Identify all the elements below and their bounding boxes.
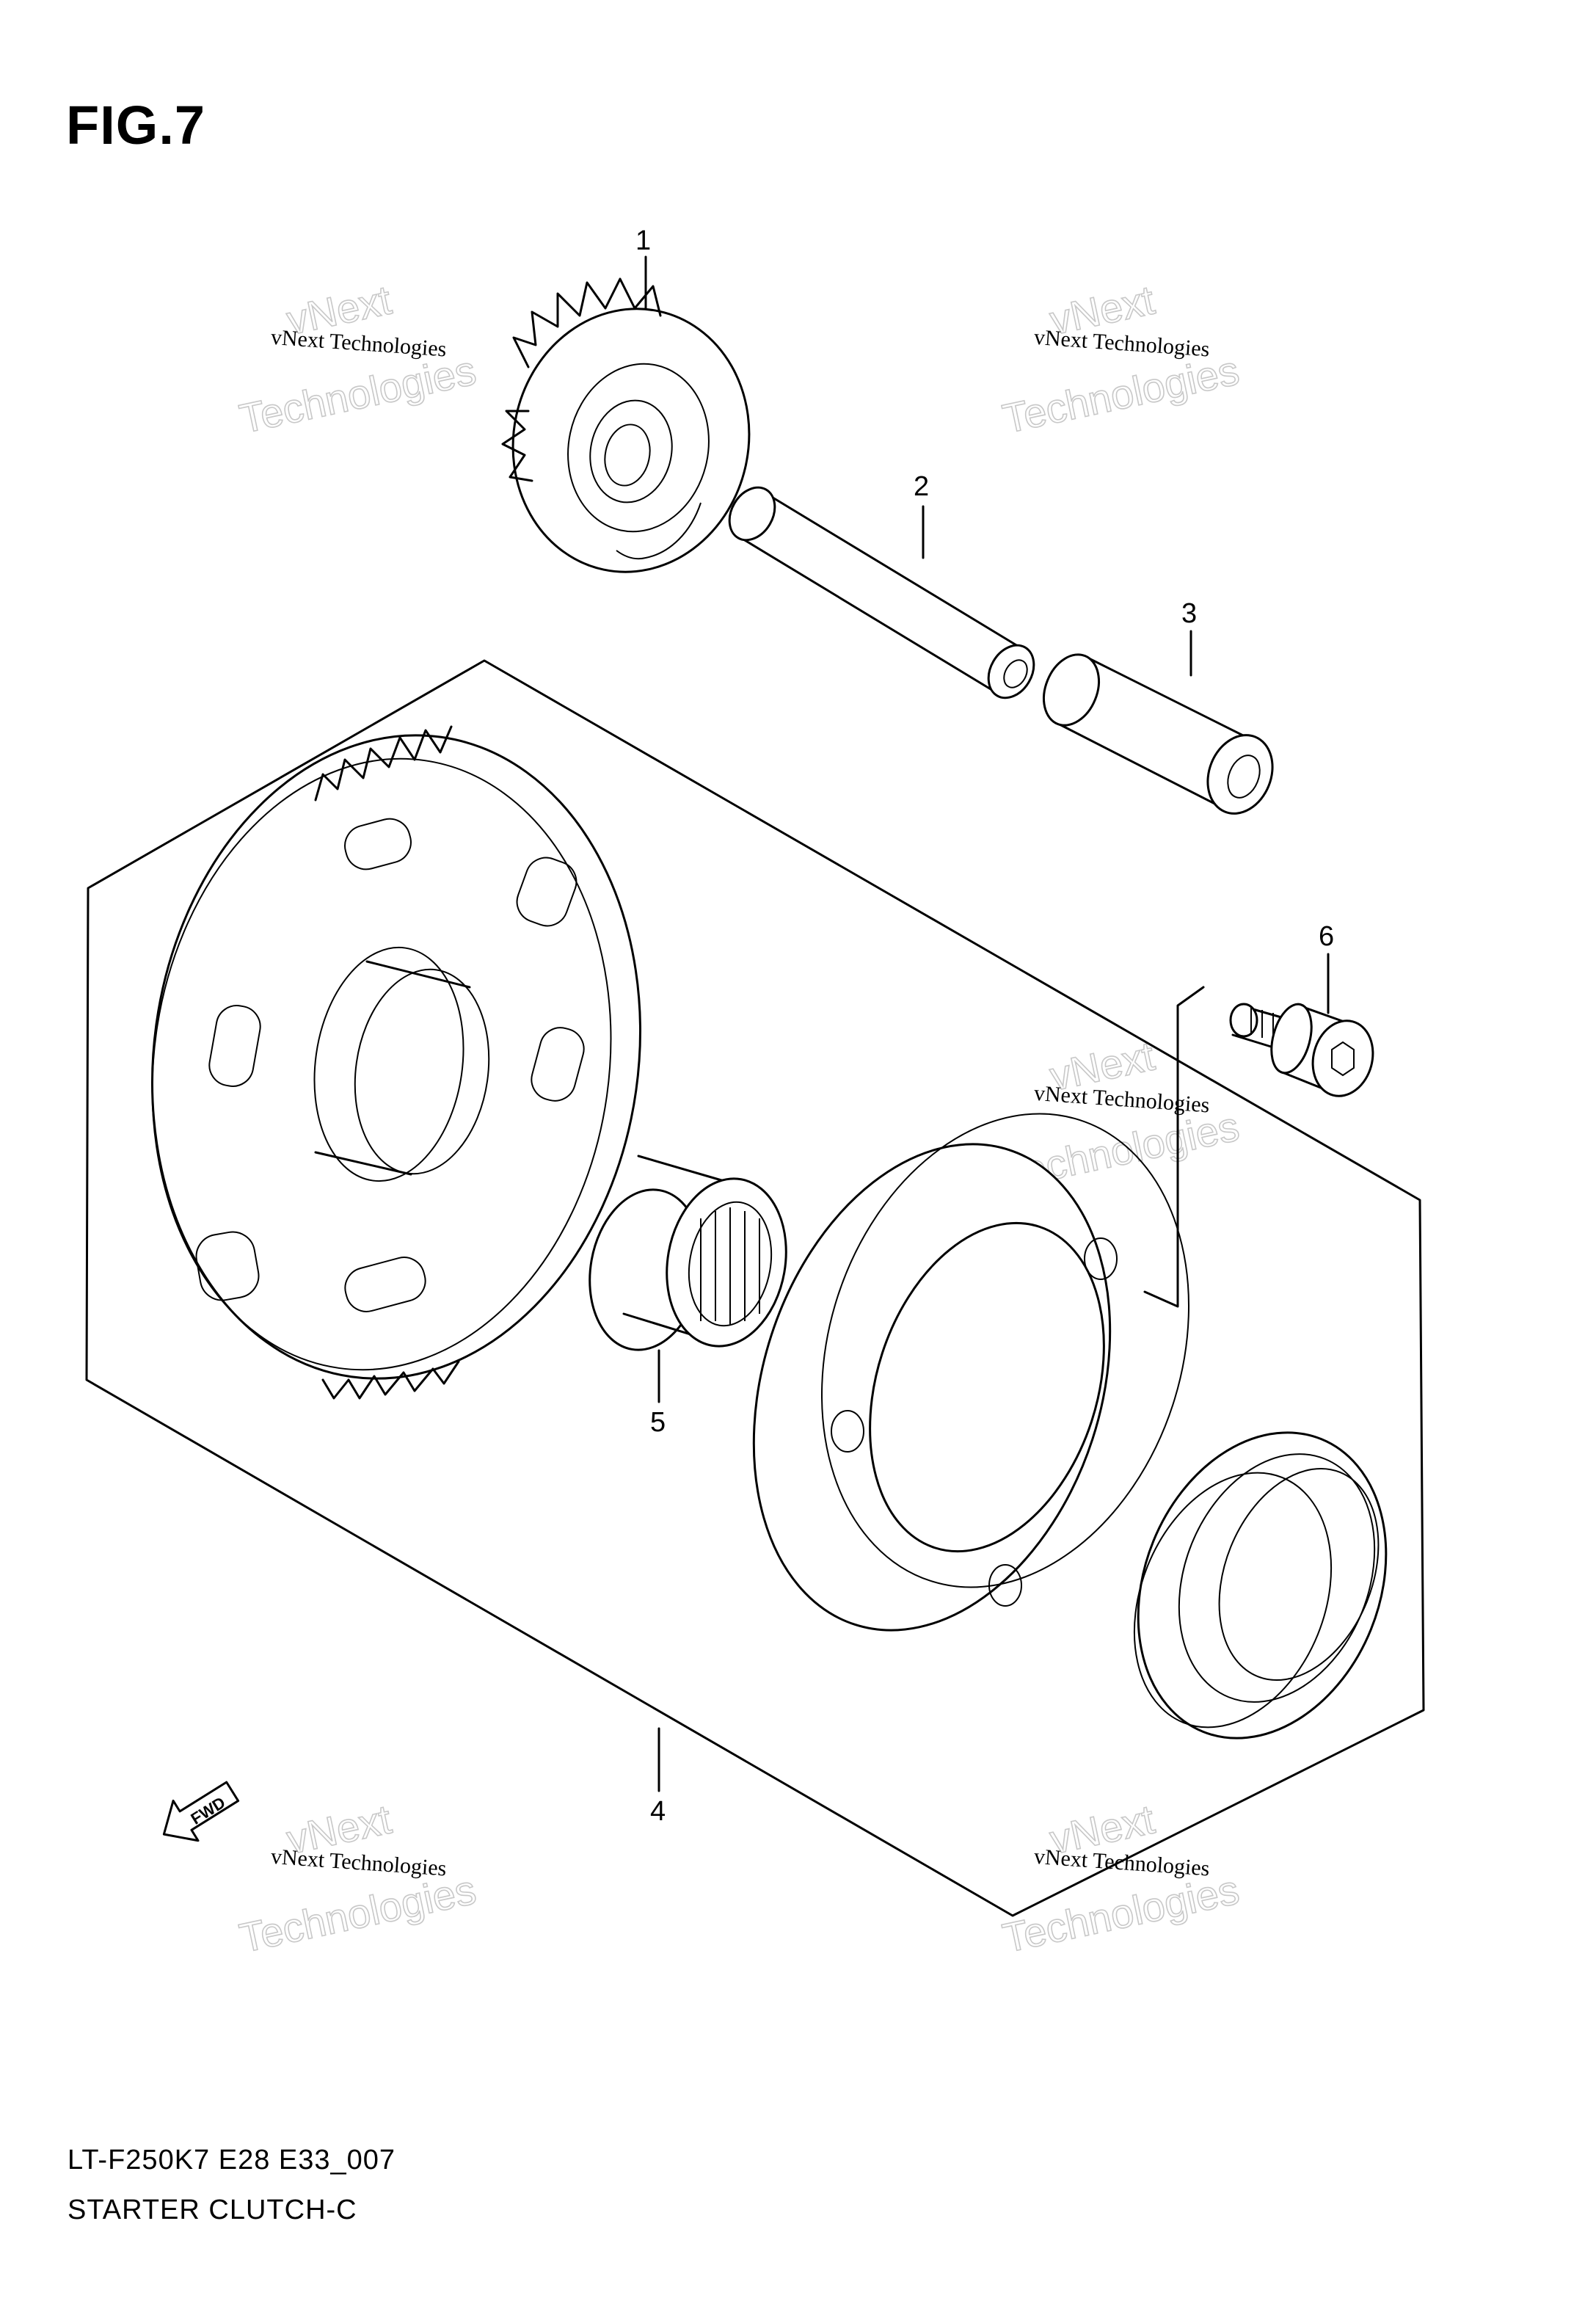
- part-4-driven-gear: [151, 725, 641, 1400]
- figure-caption: STARTER CLUTCH-C: [68, 2195, 357, 2225]
- part-6-alignment-guide: [1143, 986, 1205, 1308]
- watermark-top-left: vNext Technologies vNext Technologies: [235, 276, 480, 443]
- part-3-bushing: [1043, 653, 1274, 815]
- callout-6: 6: [1319, 921, 1334, 952]
- watermark-bottom-left: vNext Technologies vNext Technologies: [235, 1795, 480, 1962]
- svg-text:vNext Technologies: vNext Technologies: [1033, 325, 1211, 362]
- model-code: LT-F250K7 E28 E33_007: [68, 2145, 396, 2175]
- callout-5: 5: [650, 1407, 666, 1438]
- part-4-one-way-clutch: [1133, 1431, 1388, 1740]
- watermark-top-right: vNext Technologies vNext Technologies: [998, 276, 1243, 443]
- svg-text:vNext Technologies: vNext Technologies: [270, 325, 448, 362]
- watermark-bottom-right: vNext Technologies vNext Technologies: [998, 1795, 1243, 1962]
- callout-3: 3: [1181, 598, 1197, 629]
- part-4-clutch-housing: [752, 1113, 1189, 1632]
- part-5-needle-bearing: [589, 1155, 787, 1351]
- svg-text:vNext Technologies: vNext Technologies: [270, 1844, 448, 1881]
- forward-direction-arrow: FWD: [162, 1781, 240, 1842]
- callout-2: 2: [914, 471, 929, 502]
- assembly-boundary-box: [85, 659, 1425, 1917]
- figure-title: FIG.7: [66, 95, 206, 156]
- part-6-bolt: [1229, 1003, 1374, 1097]
- callout-1: 1: [635, 225, 651, 256]
- svg-text:vNext Technologies: vNext Technologies: [1033, 1844, 1211, 1881]
- part-1-idle-gear: [501, 277, 751, 573]
- svg-text:vNext Technologies: vNext Technologies: [1033, 1081, 1211, 1118]
- callout-4: 4: [650, 1796, 666, 1827]
- part-2-shaft: [728, 486, 1035, 699]
